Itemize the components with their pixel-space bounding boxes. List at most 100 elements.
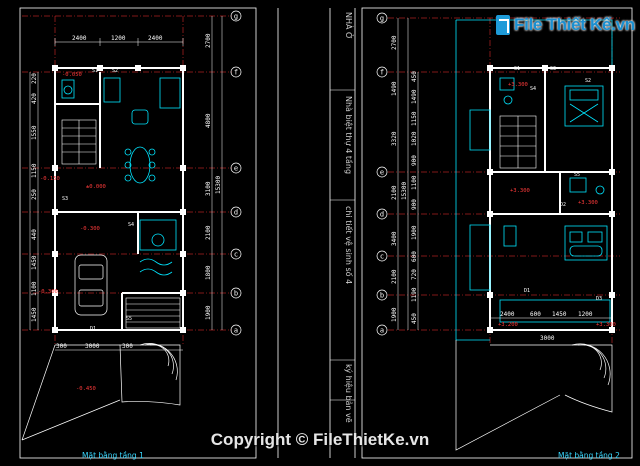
site-logo[interactable]: File Thiết Kế.vn	[496, 10, 636, 40]
room-tag-s3: S3	[62, 196, 68, 202]
s2-left-dim-total: 15300	[401, 182, 408, 200]
sheet-1-ground-floor-plan: g f e d c b a 2400 1200 2400 2700 4800 3…	[19, 7, 257, 460]
grid-label-g: g	[234, 13, 238, 21]
left-dim-4: 1150	[31, 163, 38, 178]
right-dim-3: 3100	[205, 181, 212, 196]
level-2: ±0.000	[86, 184, 106, 190]
sheet-2-levels: +3.300 +3.300 +3.300 +3.200 +3.300	[498, 82, 616, 328]
sheet-1-walls	[54, 67, 184, 331]
top-dim-3: 2400	[148, 35, 163, 42]
room-tag-s4: S4	[128, 222, 134, 228]
sheet-1-room-tags: S1 S2 S3 S4 S5 D1	[62, 68, 134, 332]
sheet-2-grid-bubbles: g f e d c b a	[376, 12, 388, 336]
grid-label-b: b	[234, 290, 238, 298]
level-1: -0.050	[62, 72, 82, 78]
room-tag-d1: D1	[90, 326, 96, 332]
sheet-2-frame	[361, 7, 633, 459]
left-dim-9: 1450	[31, 307, 38, 322]
sheet-1-stair-lower	[125, 297, 181, 329]
right-dim-2: 4800	[205, 113, 212, 128]
bottom-dim-1: 300	[56, 343, 67, 350]
sheet-1-levels: -0.050 ±0.000 -0.150 -0.300 -0.450 -0.30…	[38, 72, 106, 392]
s2-left-dim-1: 2700	[391, 35, 398, 50]
s2-left-dim-3: 3320	[391, 131, 398, 146]
left-dim-1: 220	[31, 73, 38, 84]
s2-inner-dim-11: 1190	[411, 287, 418, 302]
s2-inner-dim-2: 1490	[411, 89, 418, 104]
s2-grid-label-c: c	[380, 253, 384, 261]
right-dim-5: 1800	[205, 265, 212, 280]
right-dim-1: 2700	[205, 33, 212, 48]
s2-bottom-dim-4: 1200	[578, 311, 593, 318]
s2-inner-dim-7: 900	[411, 199, 418, 210]
sheet-1-top-dimensions: 2400 1200 2400	[54, 35, 184, 46]
s2-room-tag-d3: D3	[596, 296, 602, 302]
copyright-watermark: Copyright © FileThietKe.vn	[210, 430, 430, 449]
title-block-row-1: NHÀ Ở	[344, 12, 355, 39]
file-logo-icon	[496, 15, 510, 35]
s2-room-tag-s2: S2	[585, 78, 591, 84]
s2-room-tag-s3: S3	[550, 66, 556, 72]
sheet-2-title: Mặt bằng tầng 2	[558, 451, 620, 460]
s2-grid-label-b: b	[380, 292, 384, 300]
s2-room-tag-s4: S4	[530, 86, 536, 92]
grid-label-a: a	[234, 327, 238, 335]
s2-bottom-dim-1: 2400	[500, 311, 515, 318]
room-tag-s2: S2	[112, 68, 118, 74]
s2-room-tag-d2: D2	[560, 202, 566, 208]
s2-grid-label-d: d	[380, 211, 384, 219]
top-dim-1: 2400	[72, 35, 87, 42]
s2-level-4: +3.200	[498, 322, 518, 328]
s2-bottom-dim-5: 3000	[540, 335, 555, 342]
s2-bottom-dim-3: 1450	[552, 311, 567, 318]
s2-inner-dim-12: 450	[411, 313, 418, 324]
sheet-1-stair-upper	[61, 119, 97, 165]
site-logo-text: File Thiết Kế.vn	[514, 15, 635, 34]
left-dim-6: 440	[31, 229, 38, 240]
s2-level-3: +3.300	[578, 200, 598, 206]
level-4: -0.300	[80, 226, 100, 232]
room-tag-s5: S5	[126, 316, 132, 322]
level-3: -0.150	[40, 176, 60, 182]
s2-inner-dim-9: 600	[411, 251, 418, 262]
title-block-row-3: chi tiết vệ sinh số 4	[344, 206, 354, 284]
sheet-2-furniture	[499, 77, 611, 323]
sheet-1-left-dimensions: 220 420 1550 1150 250 440 1450 1100 1450	[29, 72, 39, 330]
right-dim-6: 1900	[205, 305, 212, 320]
sheet-1-car	[74, 254, 108, 316]
left-dim-2: 420	[31, 93, 38, 104]
s2-inner-dim-3: 1150	[411, 111, 418, 126]
s2-left-dim-7: 1900	[391, 307, 398, 322]
grid-label-e: e	[234, 165, 238, 173]
right-dim-4: 2100	[205, 225, 212, 240]
sheet-2-stair	[499, 115, 537, 169]
grid-label-d: d	[234, 209, 238, 217]
sheet-1-furniture	[61, 77, 181, 276]
left-dim-8: 1100	[31, 281, 38, 296]
bottom-dim-2: 3000	[85, 343, 100, 350]
left-dim-5: 250	[31, 189, 38, 200]
grid-label-c: c	[234, 251, 238, 259]
s2-room-tag-s5: S5	[574, 172, 580, 178]
s2-inner-dim-1: 450	[411, 71, 418, 82]
sheet-2-columns	[487, 65, 615, 333]
s2-level-5: +3.300	[596, 322, 616, 328]
room-tag-s1: S1	[92, 68, 98, 74]
right-dim-total: 15300	[215, 176, 222, 194]
sheet-1-right-dimensions: 2700 4800 3100 2100 1800 1900 15300	[205, 16, 223, 330]
s2-bottom-dim-2: 600	[530, 311, 541, 318]
s2-grid-label-e: e	[380, 169, 384, 177]
sheet-2-curved-balcony	[455, 340, 613, 451]
sheet-2-room-tags: S1 S2 S3 S4 S5 D1 D2 D3	[514, 66, 602, 302]
s2-grid-label-a: a	[380, 327, 384, 335]
s2-left-dim-6: 2100	[391, 269, 398, 284]
s2-left-dim-4: 2100	[391, 185, 398, 200]
left-dim-3: 1550	[31, 125, 38, 140]
s2-grid-label-g: g	[380, 15, 384, 23]
sheet-2-left-dimensions: 2700 1490 3320 2100 3400 2100 1900 15300	[391, 18, 409, 330]
s2-inner-dim-10: 720	[411, 269, 418, 280]
sheet-1-title: Mặt bằng tầng 1	[82, 451, 144, 460]
s2-level-1: +3.300	[508, 82, 528, 88]
s2-inner-dim-6: 1100	[411, 175, 418, 190]
